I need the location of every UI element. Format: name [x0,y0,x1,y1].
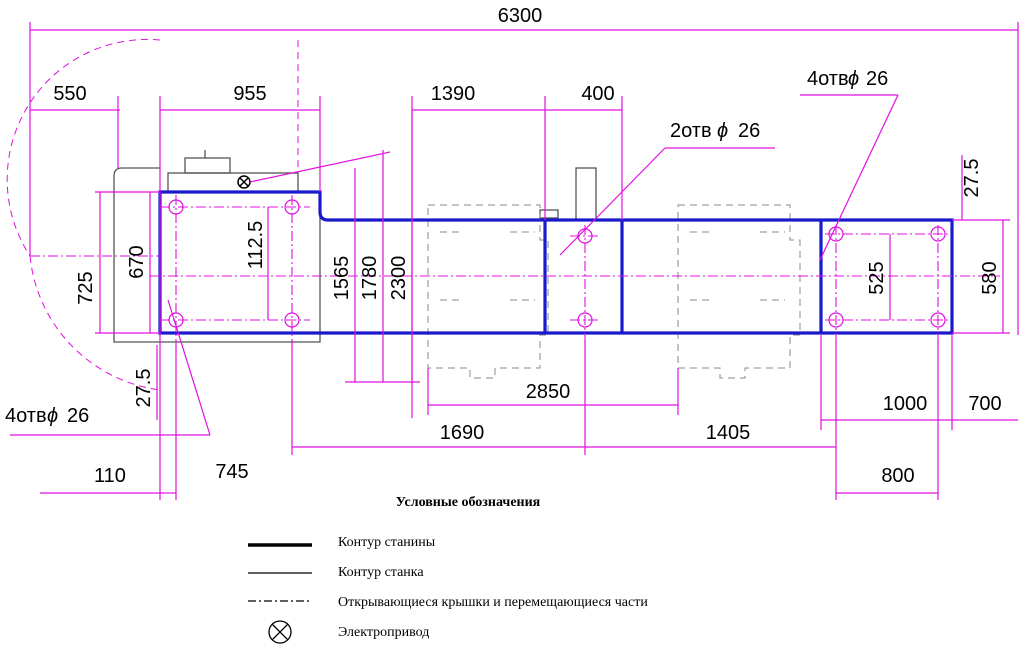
dim-2850: 2850 [526,381,571,403]
dim-total-length: 6300 [498,5,543,27]
diameter-icon: ϕ [717,120,728,142]
dim-800: 800 [881,465,914,487]
dim-27-5-top: 27.5 [961,159,983,198]
dim-1405: 1405 [706,422,751,444]
electric-drive-legend-icon [268,620,292,644]
holes-right-count: 4отв [807,68,849,90]
holes-left-dia: 26 [67,405,89,427]
dim-700: 700 [968,393,1001,415]
label-4-holes-left: 4отв ϕ 26 [5,405,89,427]
dim-525: 525 [866,261,888,294]
legend: Условные обозначения Контур станины Конт… [248,495,648,644]
legend-label-machine: Контур станка [338,565,424,580]
dim-745: 745 [215,461,248,483]
dim-110: 110 [94,465,126,487]
dim-1390: 1390 [431,83,476,105]
frame-contour [158,190,954,335]
legend-label-motor: Электропривод [338,625,429,640]
dim-955: 955 [233,83,266,105]
label-4-holes-right: 4отв ϕ 26 [807,68,888,90]
dim-1000: 1000 [883,393,928,415]
dim-580: 580 [979,261,1001,294]
dim-670: 670 [126,245,148,278]
legend-label-frame: Контур станины [338,535,436,550]
dim-1780: 1780 [359,256,381,301]
holes-mid-count: 2отв [670,120,712,142]
legend-label-moving: Открывающиеся крышки и перемещающиеся ча… [338,595,648,610]
moving-parts-outline [6,38,801,391]
label-2-holes-mid: 2отв ϕ 26 [670,120,760,142]
diameter-icon: ϕ [848,68,859,90]
diameter-icon: ϕ [47,405,58,427]
dim-550: 550 [53,83,86,105]
holes-mid-dia: 26 [738,120,760,142]
dim-1690: 1690 [440,422,485,444]
electric-drive-symbol-icon [237,151,391,189]
dim-1565: 1565 [331,256,353,301]
dim-725: 725 [75,271,97,304]
dim-27-5-left: 27.5 [133,369,155,408]
holes-right-dia: 26 [866,68,888,90]
legend-title: Условные обозначения [396,495,541,510]
center-lines [150,195,1000,345]
dim-400: 400 [581,83,614,105]
dim-2300: 2300 [388,256,410,301]
holes-left-count: 4отв [5,405,47,427]
dimension-lines [10,22,1019,500]
dim-112-5: 112.5 [245,221,267,270]
